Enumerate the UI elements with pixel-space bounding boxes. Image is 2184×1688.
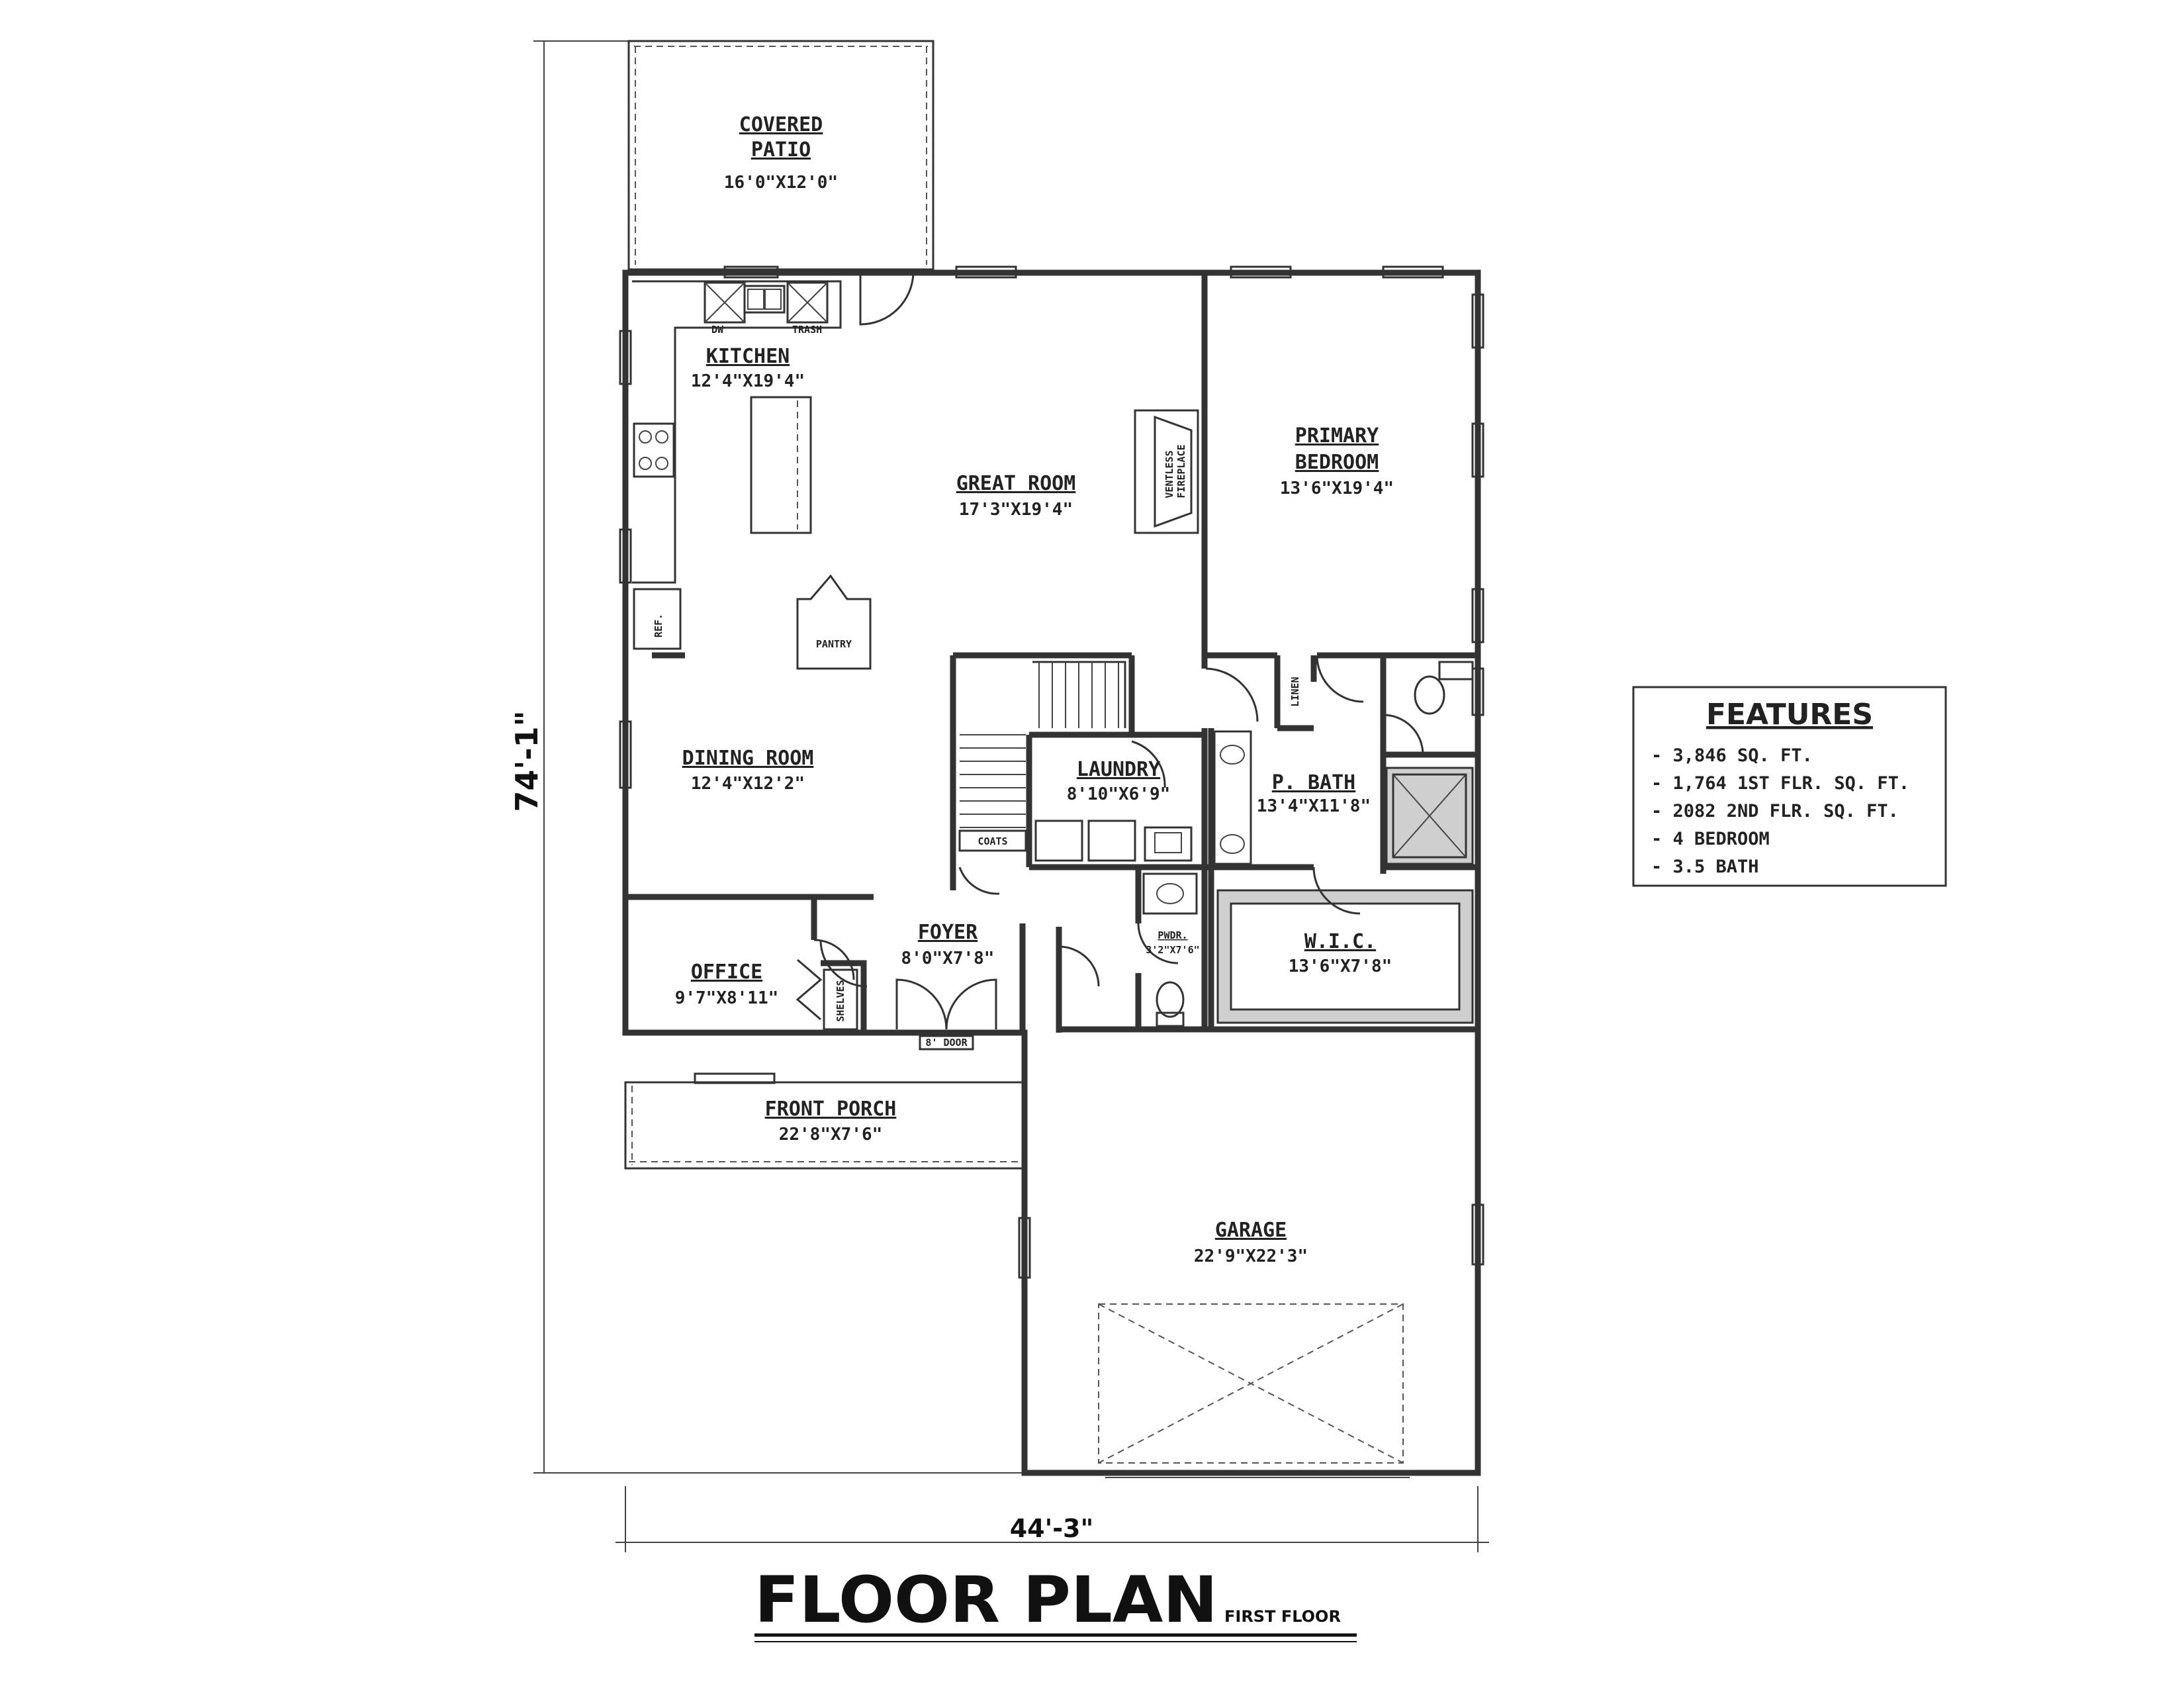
features-title: FEATURES bbox=[1706, 698, 1873, 731]
windows bbox=[619, 265, 1484, 1279]
garage-name: GARAGE bbox=[1215, 1219, 1287, 1242]
garage-door bbox=[1098, 1303, 1404, 1464]
exterior-walls bbox=[622, 269, 1481, 1476]
pwdr-name: PWDR. bbox=[1158, 929, 1187, 941]
great-room-name: GREAT ROOM bbox=[956, 472, 1076, 495]
door-label: 8' DOOR bbox=[925, 1037, 968, 1049]
office-name: OFFICE bbox=[691, 961, 762, 984]
front-porch-size: 22'8"X7'6" bbox=[779, 1125, 883, 1145]
bath-vanity bbox=[1213, 730, 1252, 865]
features-item-2: - 1,764 1ST FLR. SQ. FT. bbox=[1651, 773, 1909, 794]
office-size: 9'7"X8'11" bbox=[675, 988, 779, 1008]
primary-bedroom-name-2: BEDROOM bbox=[1295, 451, 1379, 474]
door-swings bbox=[796, 272, 1424, 1021]
fireplace-label: VENTLESS FIREPLACE bbox=[1163, 444, 1187, 498]
kitchen-name: KITCHEN bbox=[706, 345, 790, 368]
wic-shelving bbox=[1216, 889, 1474, 1024]
garage-size: 22'9"X22'3" bbox=[1194, 1246, 1308, 1266]
wic-name: W.I.C. bbox=[1304, 930, 1376, 953]
refrigerator-label: REF. bbox=[653, 614, 664, 637]
covered-patio-name-1: COVERED bbox=[739, 113, 823, 136]
pantry-outline bbox=[796, 574, 872, 670]
primary-toilet bbox=[1414, 661, 1474, 715]
shower bbox=[1385, 767, 1474, 865]
fireplace bbox=[1134, 409, 1199, 534]
front-porch-name: FRONT PORCH bbox=[765, 1098, 897, 1121]
kitchen-cabinets bbox=[632, 280, 842, 650]
foyer-size: 8'0"X7'8" bbox=[901, 949, 995, 968]
office-shelves bbox=[823, 968, 858, 1031]
shelves-label: SHELVES bbox=[835, 980, 846, 1021]
pantry-label: PANTRY bbox=[816, 638, 852, 650]
dining-room-name: DINING ROOM bbox=[682, 747, 814, 770]
overall-depth-dimension: 74'-1" bbox=[509, 710, 545, 812]
powder-fixtures bbox=[1142, 872, 1198, 1027]
foyer-name: FOYER bbox=[918, 921, 978, 944]
great-room-size: 17'3"X19'4" bbox=[959, 500, 1073, 520]
features-item-4: - 4 BEDROOM bbox=[1651, 829, 1770, 849]
kitchen-size: 12'4"X19'4" bbox=[691, 371, 805, 391]
page-subtitle: FIRST FLOOR bbox=[1224, 1607, 1341, 1626]
features-item-3: - 2082 2ND FLR. SQ. FT. bbox=[1651, 801, 1899, 821]
laundry-appliances bbox=[1034, 820, 1193, 862]
p-bath-size: 13'4"X11'8" bbox=[1257, 796, 1371, 816]
dishwasher-label: DW bbox=[711, 324, 724, 336]
covered-patio-outline bbox=[627, 40, 934, 271]
staircase bbox=[958, 661, 1126, 852]
dining-room-size: 12'4"X12'2" bbox=[691, 774, 805, 794]
interior-walls bbox=[625, 273, 1478, 1036]
overall-width-dimension: 44'-3" bbox=[1010, 1514, 1094, 1543]
trash-label: TRASH bbox=[792, 324, 822, 336]
primary-bedroom-name-1: PRIMARY bbox=[1295, 424, 1379, 447]
front-doors bbox=[895, 978, 997, 1051]
dimension-lines bbox=[533, 40, 1489, 1552]
front-porch-outline bbox=[624, 1081, 1024, 1170]
p-bath-name: P. BATH bbox=[1272, 771, 1355, 794]
primary-bedroom-size: 13'6"X19'4" bbox=[1280, 479, 1394, 498]
features-item-5: - 3.5 BATH bbox=[1651, 857, 1759, 877]
covered-patio-name-2: PATIO bbox=[751, 138, 811, 162]
wic-size: 13'6"X7'8" bbox=[1289, 957, 1392, 976]
features-box bbox=[1632, 686, 1947, 887]
features-item-1: - 3,846 SQ. FT. bbox=[1651, 745, 1813, 766]
covered-patio-size: 16'0"X12'0" bbox=[724, 173, 838, 193]
page-title: FLOOR PLAN bbox=[754, 1563, 1218, 1637]
laundry-name: LAUNDRY bbox=[1077, 758, 1160, 781]
pwdr-size: 3'2"X7'6" bbox=[1146, 944, 1199, 956]
coats-label: COATS bbox=[978, 835, 1007, 847]
laundry-size: 8'10"X6'9" bbox=[1067, 784, 1171, 804]
linen-label: LINEN bbox=[1289, 677, 1301, 706]
